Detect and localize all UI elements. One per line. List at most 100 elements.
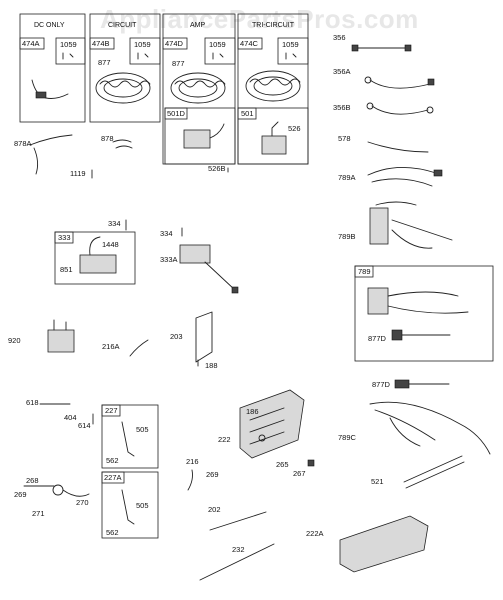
control-bracket-icon — [239, 389, 305, 459]
connector-877D-icon — [394, 379, 410, 389]
part-label-526B: 526B — [208, 164, 226, 173]
part-label-526: 526 — [288, 124, 301, 133]
part-label-216A: 216A — [102, 342, 120, 351]
part-label-186: 186 — [246, 407, 259, 416]
part-label-333A: 333A — [160, 255, 178, 264]
part-label-203: 203 — [170, 332, 183, 341]
section-dc-only — [19, 13, 86, 123]
stator-coil-icon — [95, 72, 151, 104]
part-label-356: 356 — [333, 33, 346, 42]
part-label-878: 878 — [101, 134, 114, 143]
wire-578-icon — [367, 141, 429, 153]
kit-label-474D: 474D — [165, 39, 184, 48]
kit-227-box — [101, 404, 159, 469]
part-label-356B: 356B — [333, 103, 351, 112]
bracket-222A-icon — [339, 515, 429, 573]
lever-icon — [121, 421, 135, 457]
regulator-icon — [261, 135, 287, 155]
part-label-267: 267 — [293, 469, 306, 478]
part-label-232: 232 — [232, 545, 245, 554]
part-label-269-b: 269 — [14, 490, 27, 499]
part-label-505-a: 505 — [136, 425, 149, 434]
lever-icon — [121, 489, 135, 525]
rod-232-icon — [199, 543, 275, 581]
kit-label-1059-d: 1059 — [282, 40, 299, 49]
rod-202-icon — [209, 511, 267, 531]
part-label-920: 920 — [8, 336, 21, 345]
header-dc-only: DC ONLY — [34, 22, 65, 29]
part-label-789C: 789C — [338, 433, 357, 442]
part-label-521: 521 — [371, 477, 384, 486]
part-label-265: 265 — [276, 460, 289, 469]
part-label-877-b: 877 — [172, 59, 185, 68]
stator-coil-icon — [245, 70, 301, 102]
solenoid-icon — [47, 329, 75, 353]
kit-789-box — [354, 265, 494, 362]
section-circuit — [89, 13, 161, 123]
harness-789B-icon — [375, 201, 453, 249]
kit-label-333: 333 — [58, 233, 71, 242]
kit-label-227: 227 — [105, 406, 118, 415]
harness-789C-icon — [369, 401, 491, 455]
part-label-268: 268 — [26, 476, 39, 485]
part-label-505-b: 505 — [136, 501, 149, 510]
part-label-789A: 789A — [338, 173, 356, 182]
ignition-armature-icon — [179, 244, 211, 264]
part-label-1119: 1119 — [70, 169, 86, 178]
kit-label-501: 501 — [241, 109, 254, 118]
part-label-877-a: 877 — [98, 58, 111, 67]
part-label-614: 614 — [78, 421, 91, 430]
tube-521-icon — [403, 455, 465, 489]
kit-label-501D: 501D — [167, 109, 186, 118]
kit-227A-box — [101, 471, 159, 539]
part-label-877D-a: 877D — [368, 334, 387, 343]
part-label-562-b: 562 — [106, 528, 119, 537]
kit-label-474A: 474A — [22, 39, 40, 48]
bracket-203-icon — [195, 311, 213, 363]
part-label-188: 188 — [205, 361, 218, 370]
part-label-269-a: 269 — [206, 470, 219, 479]
kit-label-789: 789 — [358, 267, 371, 276]
stator-coil-icon — [170, 72, 226, 104]
header-tri-circuit: TRI-CIRCUIT — [252, 22, 295, 29]
kit-label-474C: 474C — [240, 39, 259, 48]
part-label-877D-b: 877D — [372, 380, 391, 389]
wire-878A-icon — [29, 134, 73, 175]
part-label-222: 222 — [218, 435, 231, 444]
harness-789A-icon — [367, 167, 437, 187]
part-label-270: 270 — [76, 498, 89, 507]
part-label-202: 202 — [208, 505, 221, 514]
part-label-851: 851 — [60, 265, 73, 274]
part-label-578: 578 — [338, 134, 351, 143]
part-label-271: 271 — [32, 509, 45, 518]
kit-label-227A: 227A — [104, 473, 122, 482]
part-label-334-a: 334 — [108, 219, 121, 228]
wire-878-icon — [112, 139, 133, 149]
kit-label-1059-a: 1059 — [60, 40, 77, 49]
header-circuit: CIRCUIT — [108, 22, 137, 29]
kit-label-1059-b: 1059 — [134, 40, 151, 49]
part-label-562-a: 562 — [106, 456, 119, 465]
watermark: AppliancePartsPros.com — [100, 4, 419, 34]
wire-356B-icon — [371, 105, 429, 115]
regulator-icon — [183, 129, 211, 149]
part-label-222A: 222A — [306, 529, 324, 538]
connector-icon — [367, 287, 389, 315]
kit-label-474B: 474B — [92, 39, 110, 48]
header-amp: AMP — [190, 22, 206, 29]
kit-333-box — [54, 231, 136, 285]
part-label-334-b: 334 — [160, 229, 173, 238]
part-label-878A: 878A — [14, 139, 32, 148]
cable-clamp-icon — [52, 484, 64, 496]
link-216A-icon — [129, 339, 149, 357]
part-label-216: 216 — [186, 457, 199, 466]
kit-label-1059-c: 1059 — [209, 40, 226, 49]
part-label-789B: 789B — [338, 232, 356, 241]
screw-icon — [62, 52, 74, 60]
part-label-404: 404 — [64, 413, 77, 422]
wire-356A-icon — [369, 79, 431, 89]
part-label-618: 618 — [26, 398, 39, 407]
part-label-356A: 356A — [333, 67, 351, 76]
part-label-1448: 1448 — [102, 240, 119, 249]
